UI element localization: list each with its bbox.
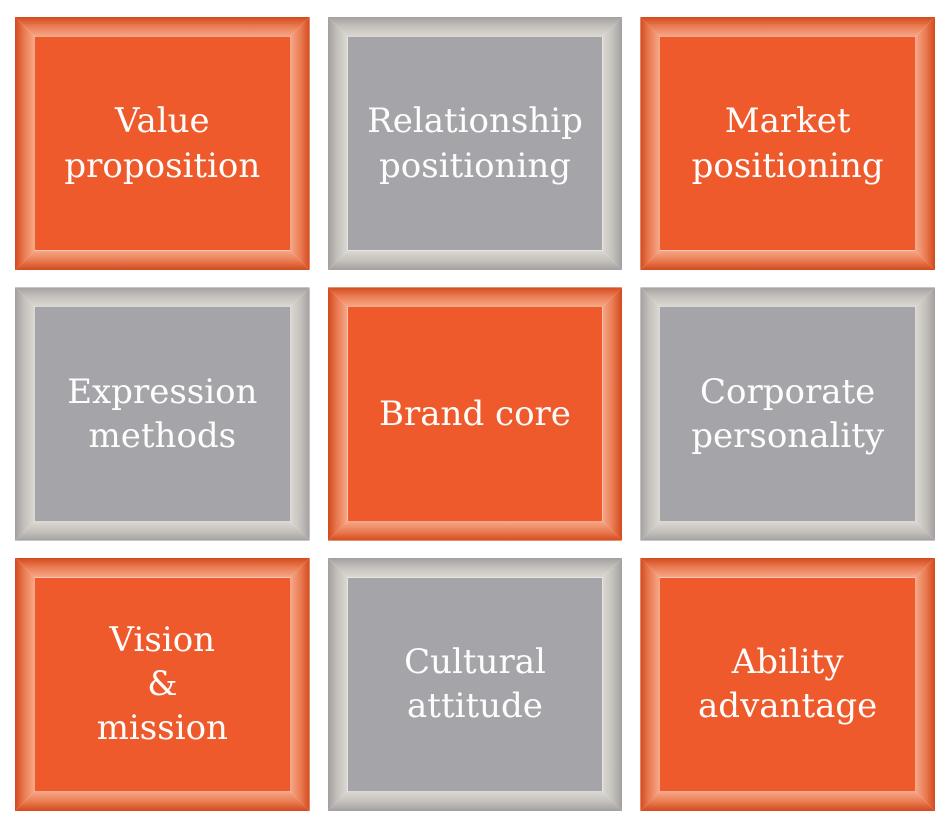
tile-frame-bottom [328,250,623,270]
tile-frame-right [602,287,622,540]
tile-frame-right [602,17,622,270]
tile-label: Cultural attitude [404,642,546,727]
tile-vision-mission: Vision & mission [15,558,310,811]
tile-frame-left [15,558,35,811]
tile-label: Brand core [379,393,571,434]
tile-label: Market positioning [691,101,884,186]
tile-frame-top [15,287,310,307]
tile-frame-right [915,17,935,270]
tile-panel: Corporate personality [660,307,915,521]
tile-frame-left [328,17,348,270]
tile-frame-top [328,558,623,578]
tile-relationship-positioning: Relationship positioning [328,17,623,270]
tile-market-positioning: Market positioning [640,17,935,270]
tile-ability-advantage: Ability advantage [640,558,935,811]
tile-frame-right [290,558,310,811]
tile-frame-bottom [15,521,310,541]
tile-panel: Relationship positioning [347,37,603,251]
tile-expression-methods: Expression methods [15,287,310,540]
tile-frame-top [328,17,623,37]
tile-frame-top [640,558,935,578]
tile-label: Vision & mission [96,620,228,749]
tile-panel: Market positioning [660,37,915,251]
tile-corporate-personality: Corporate personality [640,287,935,540]
tile-frame-right [290,17,310,270]
tile-cultural-attitude: Cultural attitude [328,558,623,811]
tile-frame-left [640,558,660,811]
tile-frame-bottom [15,791,310,811]
tile-label: Value proposition [64,101,261,186]
tile-frame-top [328,287,623,307]
tile-frame-bottom [640,521,935,541]
tile-frame-left [15,17,35,270]
tile-panel: Ability advantage [660,577,915,791]
tile-panel: Cultural attitude [347,577,603,791]
tile-frame-top [640,287,935,307]
tile-frame-bottom [640,791,935,811]
tile-frame-left [328,558,348,811]
tile-frame-bottom [15,250,310,270]
tile-label: Ability advantage [698,642,878,727]
tile-frame-top [15,558,310,578]
tile-frame-bottom [640,250,935,270]
tile-frame-top [15,17,310,37]
tile-frame-right [602,558,622,811]
tile-value-proposition: Value proposition [15,17,310,270]
tile-frame-left [15,287,35,540]
tile-frame-left [640,287,660,540]
tile-label: Corporate personality [691,371,885,456]
tile-panel: Vision & mission [35,577,290,791]
tile-frame-right [290,287,310,540]
tile-panel: Brand core [347,307,603,521]
tile-label: Expression methods [67,371,258,456]
tile-panel: Value proposition [35,37,290,251]
tile-frame-right [915,558,935,811]
tile-label: Relationship positioning [367,101,583,186]
tile-frame-top [640,17,935,37]
tile-frame-right [915,287,935,540]
tile-panel: Expression methods [35,307,290,521]
tile-frame-left [640,17,660,270]
tile-frame-bottom [328,791,623,811]
tile-frame-left [328,287,348,540]
tile-frame-bottom [328,521,623,541]
tile-brand-core: Brand core [328,287,623,540]
